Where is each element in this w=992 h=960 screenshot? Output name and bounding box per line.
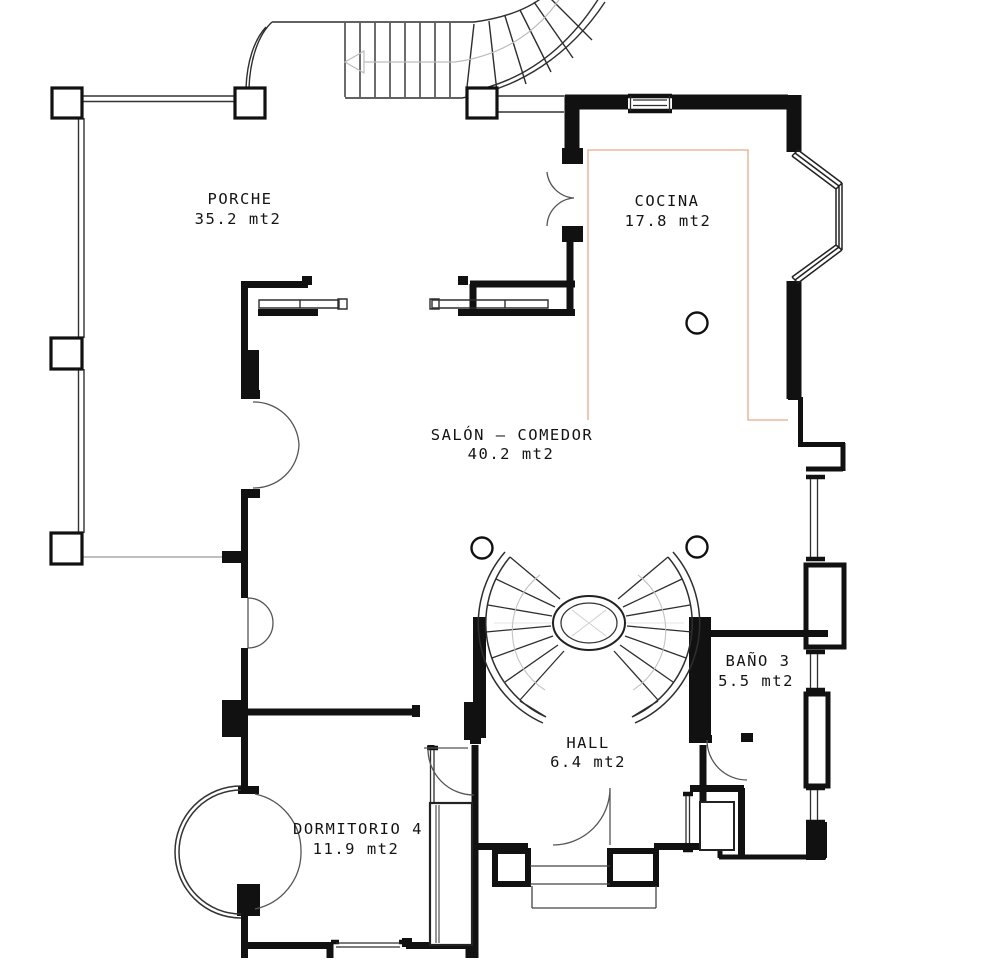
entrance: [492, 848, 659, 909]
door-swing-arcs: [247, 171, 748, 910]
room-area-porche: 35.2 mt2: [195, 210, 282, 228]
round-column: [685, 311, 709, 335]
structural-columns: [470, 311, 709, 560]
bay-window-glass: [791, 149, 843, 284]
room-area-salon: 40.2 mt2: [468, 445, 555, 463]
porch-column: [49, 531, 84, 566]
porch-column: [50, 86, 84, 120]
dormitorio-bay: [174, 785, 242, 919]
porch-column: [465, 86, 499, 120]
bay-window: [791, 149, 843, 284]
room-label-hall: HALL: [566, 734, 609, 752]
spiral-center-cross-icon: [571, 609, 607, 637]
stair-direction-arrow-icon: [343, 49, 365, 75]
entrance-pier-left: [492, 848, 531, 887]
porch-structure: [49, 86, 564, 566]
pass-through-sills: [258, 298, 549, 310]
wall-pier: [803, 691, 831, 789]
room-label-porche: PORCHE: [208, 190, 273, 208]
room-label-bano3: BAÑO 3: [726, 651, 791, 670]
spiral-center-inner: [560, 602, 618, 644]
exterior-stairs: [245, 0, 684, 624]
exterior-wall-runs: [564, 94, 802, 399]
spiral-staircase: [477, 551, 701, 724]
entrance-pier-right: [607, 848, 659, 887]
room-label-cocina: COCINA: [635, 192, 700, 210]
room-area-hall: 6.4 mt2: [550, 753, 626, 771]
room-label-salon: SALÓN — COMEDOR: [431, 425, 593, 444]
wardrobe: [428, 801, 474, 947]
entrance-steps: [530, 865, 657, 909]
window-caps: [331, 93, 825, 945]
window-glass-lines: [336, 96, 819, 948]
spiral-walk-arcs: [511, 574, 667, 691]
spiral-outer-arcs: [477, 551, 701, 724]
bay-curved-wall: [174, 785, 242, 919]
doors: [247, 171, 748, 910]
sill-outlines: [258, 298, 549, 310]
stair-walk-line: [364, 0, 560, 63]
porch-railings: [77, 95, 564, 533]
porch-column: [49, 336, 84, 371]
room-label-dormitorio4: DORMITORIO 4: [293, 820, 423, 838]
room-labels: PORCHE 35.2 mt2 COCINA 17.8 mt2 SALÓN — …: [195, 190, 794, 858]
room-area-dormitorio4: 11.9 mt2: [313, 840, 400, 858]
built-ins: [428, 801, 735, 947]
wardrobe-lines: [435, 805, 440, 943]
room-area-bano3: 5.5 mt2: [718, 672, 794, 690]
kitchen-area-highlight: [587, 149, 788, 421]
round-column: [470, 536, 494, 560]
spiral-steps: [485, 556, 693, 701]
closet-interior: [699, 801, 735, 851]
exterior-wall-steps: [717, 395, 846, 860]
room-area-cocina: 17.8 mt2: [625, 212, 712, 230]
exterior-walls: [564, 94, 846, 860]
stair-flight-lines: [245, 0, 606, 99]
porch-column: [233, 86, 267, 120]
interior-wall-runs: [222, 242, 828, 958]
interior-walls: [222, 148, 828, 958]
round-column: [685, 535, 709, 559]
